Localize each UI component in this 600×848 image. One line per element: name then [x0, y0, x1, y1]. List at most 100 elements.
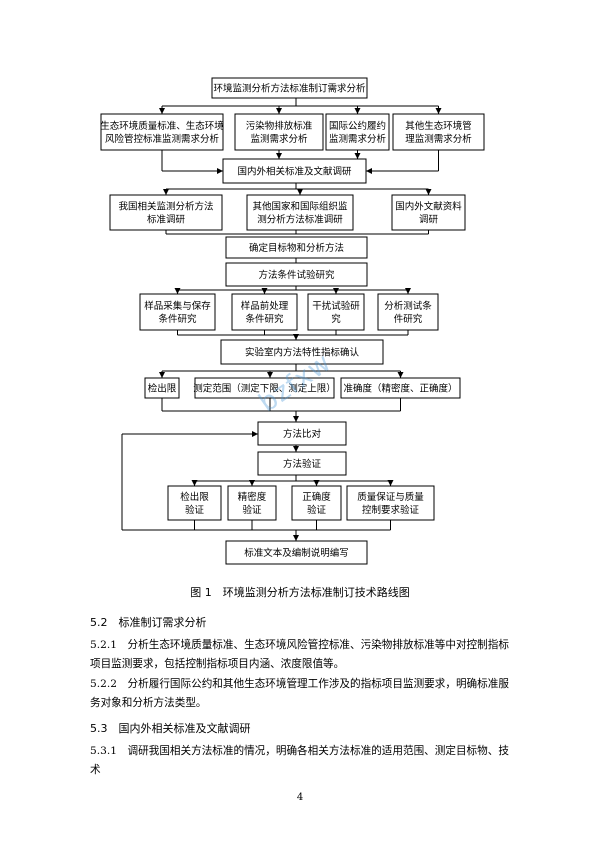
arrow-head [293, 535, 299, 541]
flow-box [220, 339, 384, 365]
flow-node-text: 件研究 [394, 313, 423, 325]
flow-node-text: 样品前处理 [241, 300, 289, 312]
flow-box [231, 293, 298, 331]
flow-box [225, 540, 368, 565]
paragraph-5-2-1: 5.2.1 分析生态环境质量标准、生态环境风险管控标准、污染物排放标准等中对控制… [90, 639, 509, 670]
flow-box [325, 113, 390, 151]
flow-box [225, 236, 368, 259]
flow-box [194, 377, 335, 399]
flow-node-text: 环境监测分析方法标准制订需求分析 [213, 83, 366, 95]
flow-node-text: 风险管控标准监测需求分析 [105, 133, 220, 145]
flow-node-text: 污染物排放标准 [246, 120, 313, 132]
arrow-head [217, 168, 223, 174]
flow-node-text: 精密度 [238, 491, 267, 503]
flow-node-text: 其他国家和国际组织监 [252, 201, 348, 213]
flow-node-text: 生态环境质量标准、生态环境 [100, 120, 224, 132]
flow-node-text: 监测需求分析 [329, 133, 387, 145]
arrow-head [387, 480, 394, 486]
flow-node-text: 确定目标物和分析方法 [249, 242, 344, 254]
flow-node-text: 国内外相关标准及文献调研 [237, 166, 352, 178]
flow-node-n9a: 检出限 [144, 377, 180, 399]
flow-node-text: 质量保证与质量 [357, 491, 424, 503]
flow-box [377, 293, 439, 331]
flow-node-n3: 国内外相关标准及文献调研 [222, 158, 367, 184]
arrow-head [276, 153, 282, 159]
flow-box [139, 293, 216, 331]
flow-node-text: 控制要求验证 [362, 504, 420, 516]
arrow-head [333, 288, 339, 294]
flow-box [144, 377, 180, 399]
flow-box [346, 485, 435, 521]
flow-box [340, 377, 461, 399]
flow-box [392, 113, 485, 151]
flow-node-n11: 方法验证 [257, 451, 347, 476]
arrow-head [425, 189, 432, 195]
arrow-head [435, 108, 442, 114]
arrow-head [163, 189, 169, 195]
flow-box [391, 194, 466, 231]
flow-node-text: 正确度 [302, 491, 331, 503]
flow-box [227, 485, 277, 521]
flow-node-text: 理监测需求分析 [405, 133, 472, 145]
flow-node-text: 样品采集与保存 [144, 300, 211, 312]
arrow-head [293, 446, 299, 452]
arrow-head [261, 288, 268, 294]
flow-box [291, 485, 342, 521]
technical-route-flowchart: 环境监测分析方法标准制订需求分析生态环境质量标准、生态环境风险管控标准监测需求分… [100, 77, 485, 565]
flow-node-n8: 实验室内方法特性指标确认 [220, 339, 384, 365]
flow-node-text: 检出限 [148, 383, 177, 395]
arrow-head [313, 480, 320, 486]
arrow-head [174, 288, 181, 294]
figure-caption: 图 1 环境监测分析方法标准制订技术路线图 [190, 586, 410, 599]
arrow-head [159, 372, 165, 378]
arrow-head [276, 108, 282, 114]
flow-box [234, 113, 324, 151]
flow-node-text: 方法验证 [283, 458, 322, 470]
flow-node-text: 检出限 [180, 491, 209, 503]
flow-box [211, 77, 368, 99]
arrow-head [354, 153, 361, 159]
flow-box [109, 194, 223, 231]
flow-node-text: 准确度（精密度、正确度） [343, 383, 457, 395]
flow-node-text: 实验室内方法特性指标确认 [245, 347, 360, 359]
flow-node-text: 标准调研 [147, 214, 186, 226]
flow-box [100, 113, 224, 151]
arrow-head [354, 108, 361, 114]
arrow-head [366, 168, 372, 174]
flow-node-text: 分析测试条 [384, 300, 432, 312]
flow-box [257, 451, 347, 476]
flow-node-text: 标准文本及编制说明编写 [244, 547, 349, 559]
flow-node-text: 验证 [242, 504, 262, 516]
flow-node-n13: 标准文本及编制说明编写 [225, 540, 368, 565]
flow-node-n9b: 测定范围（测定下限、测定上限） [193, 377, 336, 399]
arrow-head [297, 189, 303, 195]
flow-node-text: 其他生态环境管 [405, 120, 472, 132]
flow-node-n9c: 准确度（精密度、正确度） [340, 377, 461, 399]
flow-node-text: 国内外文献资料 [395, 201, 462, 213]
arrow-head [252, 431, 258, 437]
flow-box [167, 485, 222, 521]
flow-node-text: 条件研究 [158, 313, 197, 325]
arrow-head [293, 334, 299, 340]
section-5-2-heading: 5.2 标准制订需求分析 [90, 616, 207, 629]
flow-node-text: 国际公约履约 [329, 120, 386, 132]
flow-box [257, 421, 347, 446]
arrow-head [159, 108, 165, 114]
flow-node-text: 验证 [185, 504, 205, 516]
flow-box [246, 194, 354, 231]
flow-node-n10: 方法比对 [257, 421, 347, 446]
arrow-head [191, 480, 198, 486]
